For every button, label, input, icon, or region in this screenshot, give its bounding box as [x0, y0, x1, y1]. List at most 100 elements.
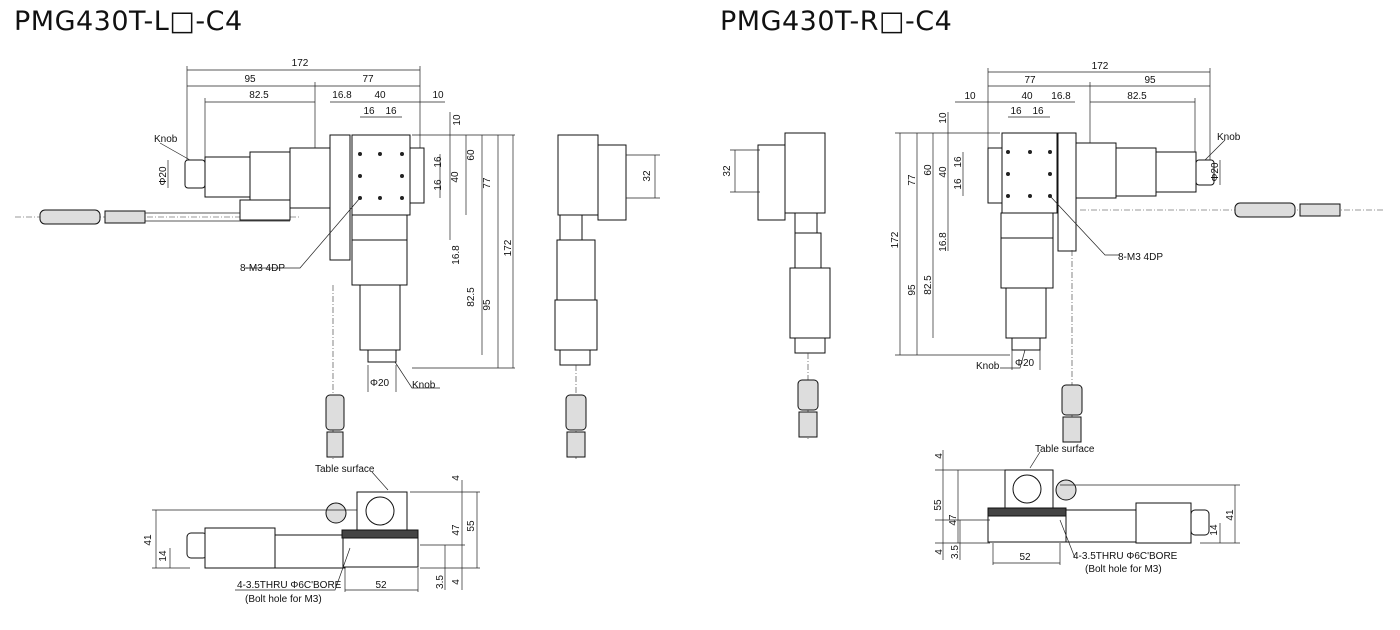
stage-table	[1001, 132, 1058, 214]
bolt-hole-callout: 4-3.5THRU Φ6C'BORE	[237, 580, 342, 591]
dim-label: 16.8	[332, 90, 352, 101]
bolt-hole-note: (Bolt hole for M3)	[1085, 564, 1162, 575]
dim-label: 40	[938, 166, 949, 178]
dim-label: 77	[1024, 75, 1036, 86]
diameter-label: Φ20	[158, 166, 169, 186]
left-front-view: Table surface 4 47 55 41 14 3.5 4 52 4-3…	[143, 464, 480, 605]
diameter-label: Φ20	[1015, 358, 1035, 369]
dim-label: 10	[432, 90, 444, 101]
dim-label: 14	[1209, 524, 1220, 536]
dim-label: 77	[362, 74, 374, 85]
dim-label: 55	[933, 499, 944, 511]
motor	[1005, 287, 1047, 339]
table-surface-callout: Table surface	[1035, 444, 1095, 455]
dim-label: 16	[433, 179, 444, 191]
knob	[794, 337, 826, 354]
dim-label: 16	[953, 178, 964, 190]
right-side-view: 32	[722, 132, 831, 440]
dim-label: 41	[143, 534, 154, 546]
left-side-view: 32	[554, 134, 660, 460]
motor	[204, 156, 251, 198]
knob-callout: Knob	[412, 380, 436, 391]
knob-callout: Knob	[976, 361, 1000, 372]
dim-label: 16	[953, 156, 964, 168]
dim-label: 4	[451, 579, 462, 585]
dim-label: 95	[907, 284, 918, 296]
dim-label: 32	[642, 170, 653, 182]
table-surface-callout: Table surface	[315, 464, 375, 475]
cable-connector	[326, 431, 344, 458]
dim-label: 47	[451, 524, 462, 536]
dim-label: 82.5	[1127, 91, 1147, 102]
dim-label: 16	[433, 156, 444, 168]
dim-label: 172	[1092, 61, 1109, 72]
dim-label: 10	[964, 91, 976, 102]
dim-label: 52	[1019, 552, 1031, 563]
left-top-view: 172 95 77 82.5 16.8 40 10 16 16 10 16 16…	[15, 58, 515, 460]
dim-label: 16.8	[451, 245, 462, 265]
dim-label: 32	[722, 165, 733, 177]
motor	[1135, 502, 1192, 544]
tapped-holes-callout: 8-M3 4DP	[1118, 252, 1163, 263]
knob	[1011, 337, 1041, 351]
dim-label: 14	[158, 550, 169, 562]
knob-callout: Knob	[1217, 132, 1241, 143]
dim-label: 16	[1032, 106, 1044, 117]
knob	[1190, 509, 1210, 536]
dim-label: 16	[363, 106, 375, 117]
knob	[186, 532, 208, 559]
dim-label: 82.5	[923, 275, 934, 295]
dim-label: 16	[1010, 106, 1022, 117]
dim-label: 82.5	[249, 90, 269, 101]
dim-label: 172	[292, 58, 309, 69]
motor	[204, 527, 276, 569]
dim-label: 3.5	[950, 545, 961, 559]
dim-label: 10	[938, 112, 949, 124]
dim-label: 4	[934, 549, 945, 555]
motor	[789, 267, 831, 339]
dim-label: 4	[451, 475, 462, 481]
dim-label: 82.5	[466, 287, 477, 307]
dim-label: 52	[375, 580, 387, 591]
dim-label: 4	[934, 453, 945, 459]
dim-label: 95	[1144, 75, 1156, 86]
dim-label: 60	[923, 164, 934, 176]
diameter-label: Φ20	[1210, 162, 1221, 182]
motor	[1155, 151, 1197, 193]
dim-label: 77	[482, 177, 493, 189]
knob-callout: Knob	[154, 134, 178, 145]
dim-label: 3.5	[435, 575, 446, 589]
dim-label: 172	[503, 239, 514, 256]
dim-label: 16.8	[938, 232, 949, 252]
knob	[367, 349, 397, 363]
dim-label: 40	[1021, 91, 1033, 102]
cable-connector	[39, 209, 101, 225]
motor	[554, 299, 598, 351]
dim-label: 172	[890, 231, 901, 248]
bolt-hole-callout: 4-3.5THRU Φ6C'BORE	[1073, 551, 1178, 562]
dim-label: 40	[450, 171, 461, 183]
motor	[359, 284, 401, 351]
dim-label: 77	[907, 174, 918, 186]
tapped-holes-callout: 8-M3 4DP	[240, 263, 285, 274]
dim-label: 47	[948, 514, 959, 526]
left-model-title: PMG430T-L□-C4	[14, 6, 243, 37]
diameter-label: Φ20	[370, 378, 390, 389]
dim-label: 41	[1225, 509, 1236, 521]
knob	[184, 159, 206, 189]
dim-label: 16.8	[1051, 91, 1071, 102]
dim-label: 95	[482, 299, 493, 311]
dim-label: 16	[385, 106, 397, 117]
right-front-view: Table surface 4 55 47 41 14 4 3.5 52 4-3…	[933, 444, 1240, 575]
cable-connector	[325, 394, 345, 431]
right-top-view: 172 77 95 10 40 16.8 82.5 16 16 10 60 77…	[890, 61, 1385, 443]
dim-label: 55	[466, 520, 477, 532]
bolt-hole-note: (Bolt hole for M3)	[245, 594, 322, 605]
dim-label: 95	[244, 74, 256, 85]
dim-label: 60	[466, 149, 477, 161]
right-model-title: PMG430T-R□-C4	[720, 6, 953, 37]
dim-label: 10	[452, 114, 463, 126]
dim-label: 40	[374, 90, 386, 101]
cable-connector	[104, 210, 146, 224]
